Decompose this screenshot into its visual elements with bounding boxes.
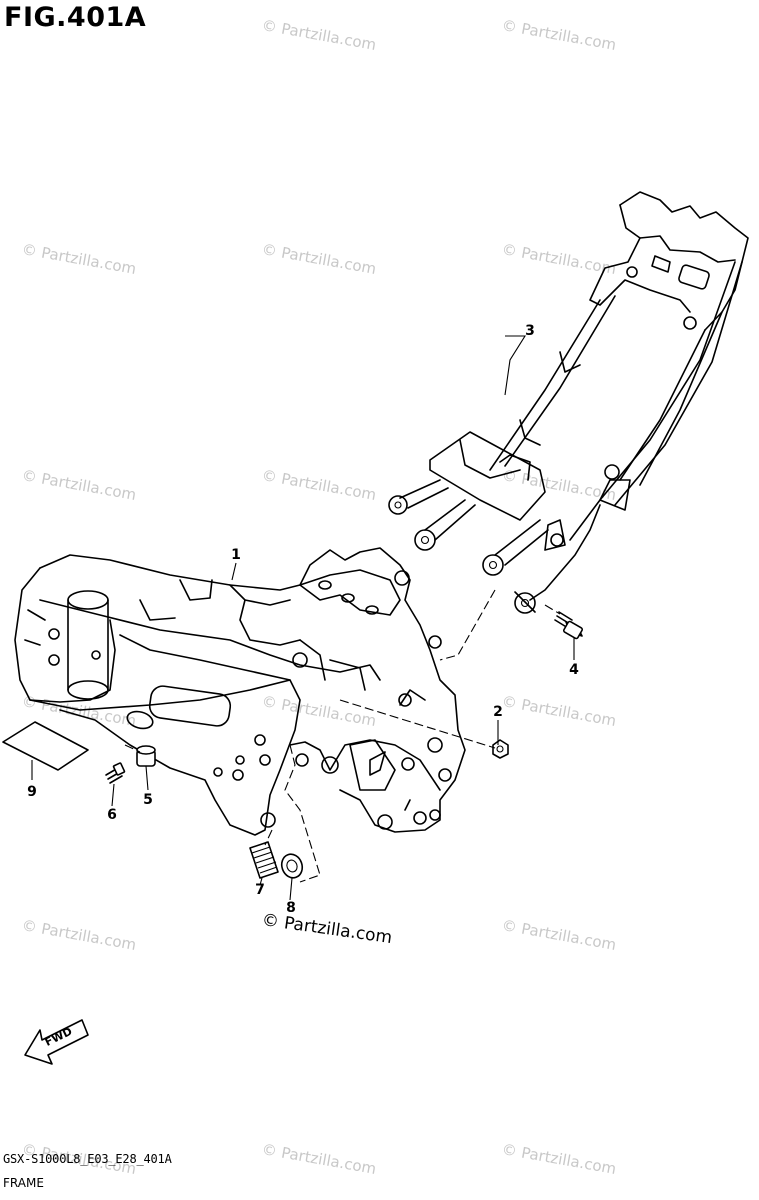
figure-caption: FRAME [3,1176,44,1190]
callout-7: 7 [255,882,265,898]
callout-5: 5 [143,792,153,808]
callout-9: 9 [27,784,37,800]
callout-3: 3 [525,323,535,339]
fwd-arrow-icon: FWD [24,1019,89,1065]
main-frame [14,547,466,836]
washer-part-8 [280,853,304,879]
insert-part-7 [249,841,279,879]
figure-code: GSX-S1000L8_E03_E28_401A [3,1152,172,1166]
bolt-part-4 [554,611,583,640]
rear-subframe [388,191,749,614]
bolt-part-6 [105,762,126,784]
plug-part-2 [492,739,509,759]
callout-4: 4 [569,662,579,678]
callout-6: 6 [107,807,117,823]
collar-part-5 [136,745,156,767]
callout-2: 2 [493,704,503,720]
callout-1: 1 [231,547,241,563]
label-part-9 [2,721,89,771]
leader-lines [31,335,575,901]
callout-8: 8 [286,900,296,916]
figure-title: FIG.401A [4,2,147,33]
